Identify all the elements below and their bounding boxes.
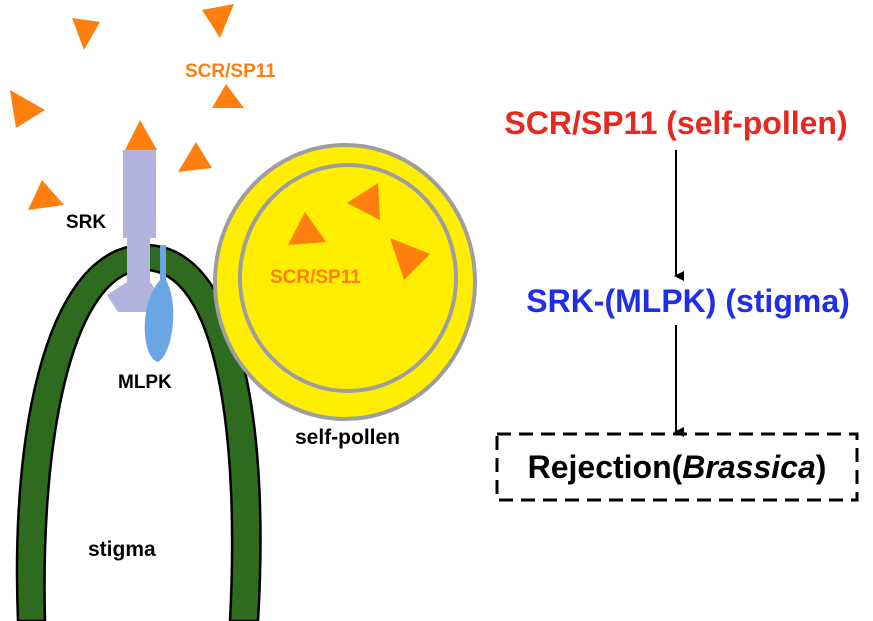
flow-result-prefix: Rejection( bbox=[528, 449, 683, 485]
flow-result-genus: Brassica bbox=[682, 449, 815, 485]
stigma-tissue bbox=[15, 243, 262, 621]
mlpk-kinase bbox=[144, 245, 174, 362]
flow-step-1: SCR/SP11 (self-pollen) bbox=[504, 105, 847, 141]
pollen-grain-inner bbox=[238, 163, 458, 393]
flow-step-2: SRK-(MLPK) (stigma) bbox=[526, 283, 850, 319]
flow-result-suffix: ) bbox=[816, 449, 827, 485]
triangle-icon bbox=[212, 84, 244, 108]
flow-result: Rejection(Brassica) bbox=[528, 449, 827, 485]
label-stigma: stigma bbox=[88, 538, 156, 561]
triangle-icon bbox=[10, 90, 45, 128]
label-self-pollen: self-pollen bbox=[295, 426, 400, 449]
triangle-icon bbox=[288, 212, 326, 245]
triangle-icon bbox=[72, 18, 100, 50]
result-box bbox=[495, 432, 859, 502]
triangle-icon bbox=[202, 4, 234, 38]
label-scr-inside: SCR/SP11 bbox=[270, 267, 361, 288]
srk-receptor bbox=[107, 150, 160, 312]
triangle-icon bbox=[347, 183, 380, 220]
label-srk: SRK bbox=[66, 212, 106, 233]
triangle-icon bbox=[390, 238, 430, 280]
triangle-icon bbox=[125, 120, 157, 150]
label-scr-outside: SCR/SP11 bbox=[185, 61, 276, 82]
triangle-icon bbox=[28, 180, 64, 210]
triangle-icon bbox=[178, 142, 212, 172]
label-mlpk: MLPK bbox=[118, 372, 172, 393]
